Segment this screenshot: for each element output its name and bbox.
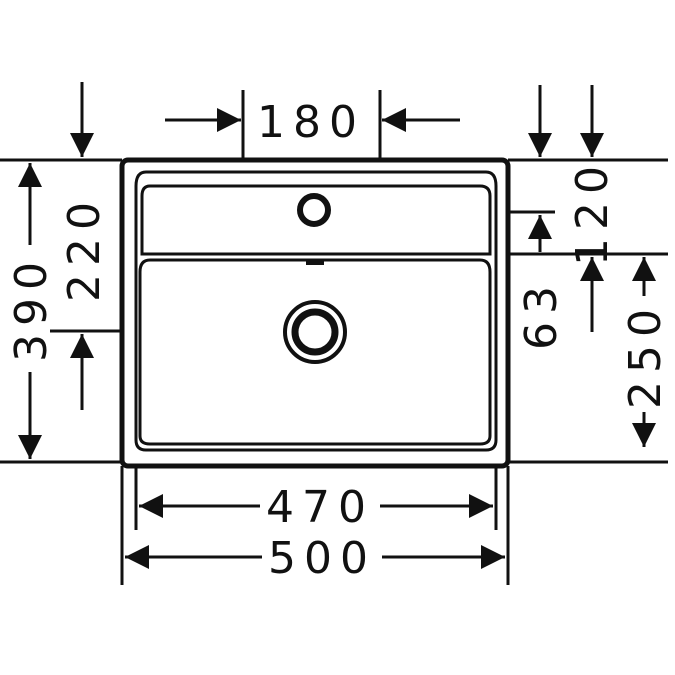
drain-outer-icon [283, 300, 347, 364]
dim-outer-width: 500 [125, 533, 505, 584]
basin-outline [119, 157, 511, 469]
outer-rim [119, 157, 511, 469]
bowl [138, 258, 492, 446]
dim-top-width: 180 [165, 97, 460, 148]
tap-hole-icon [297, 193, 331, 227]
tap-ledge [140, 184, 492, 256]
dim-label-220: 220 [59, 194, 110, 302]
dim-tap-offset: 120 [528, 85, 618, 266]
dim-upper-depth: 220 [59, 82, 110, 410]
dim-label-500: 500 [268, 533, 376, 584]
inner-rim [134, 170, 498, 452]
dim-label-390: 390 [6, 254, 57, 362]
extension-lines [0, 90, 668, 585]
dim-inner-width: 470 [139, 482, 493, 533]
dim-ledge-height: 63 [510, 210, 604, 350]
dim-total-depth: 390 [6, 163, 57, 459]
dim-label-120: 120 [567, 158, 618, 266]
drain-icon [291, 308, 339, 356]
dim-label-470: 470 [266, 482, 374, 533]
dim-label-180: 180 [257, 97, 365, 148]
dim-bowl-depth: 250 [620, 257, 671, 447]
dim-label-250: 250 [620, 301, 671, 409]
dim-label-63: 63 [516, 278, 567, 350]
